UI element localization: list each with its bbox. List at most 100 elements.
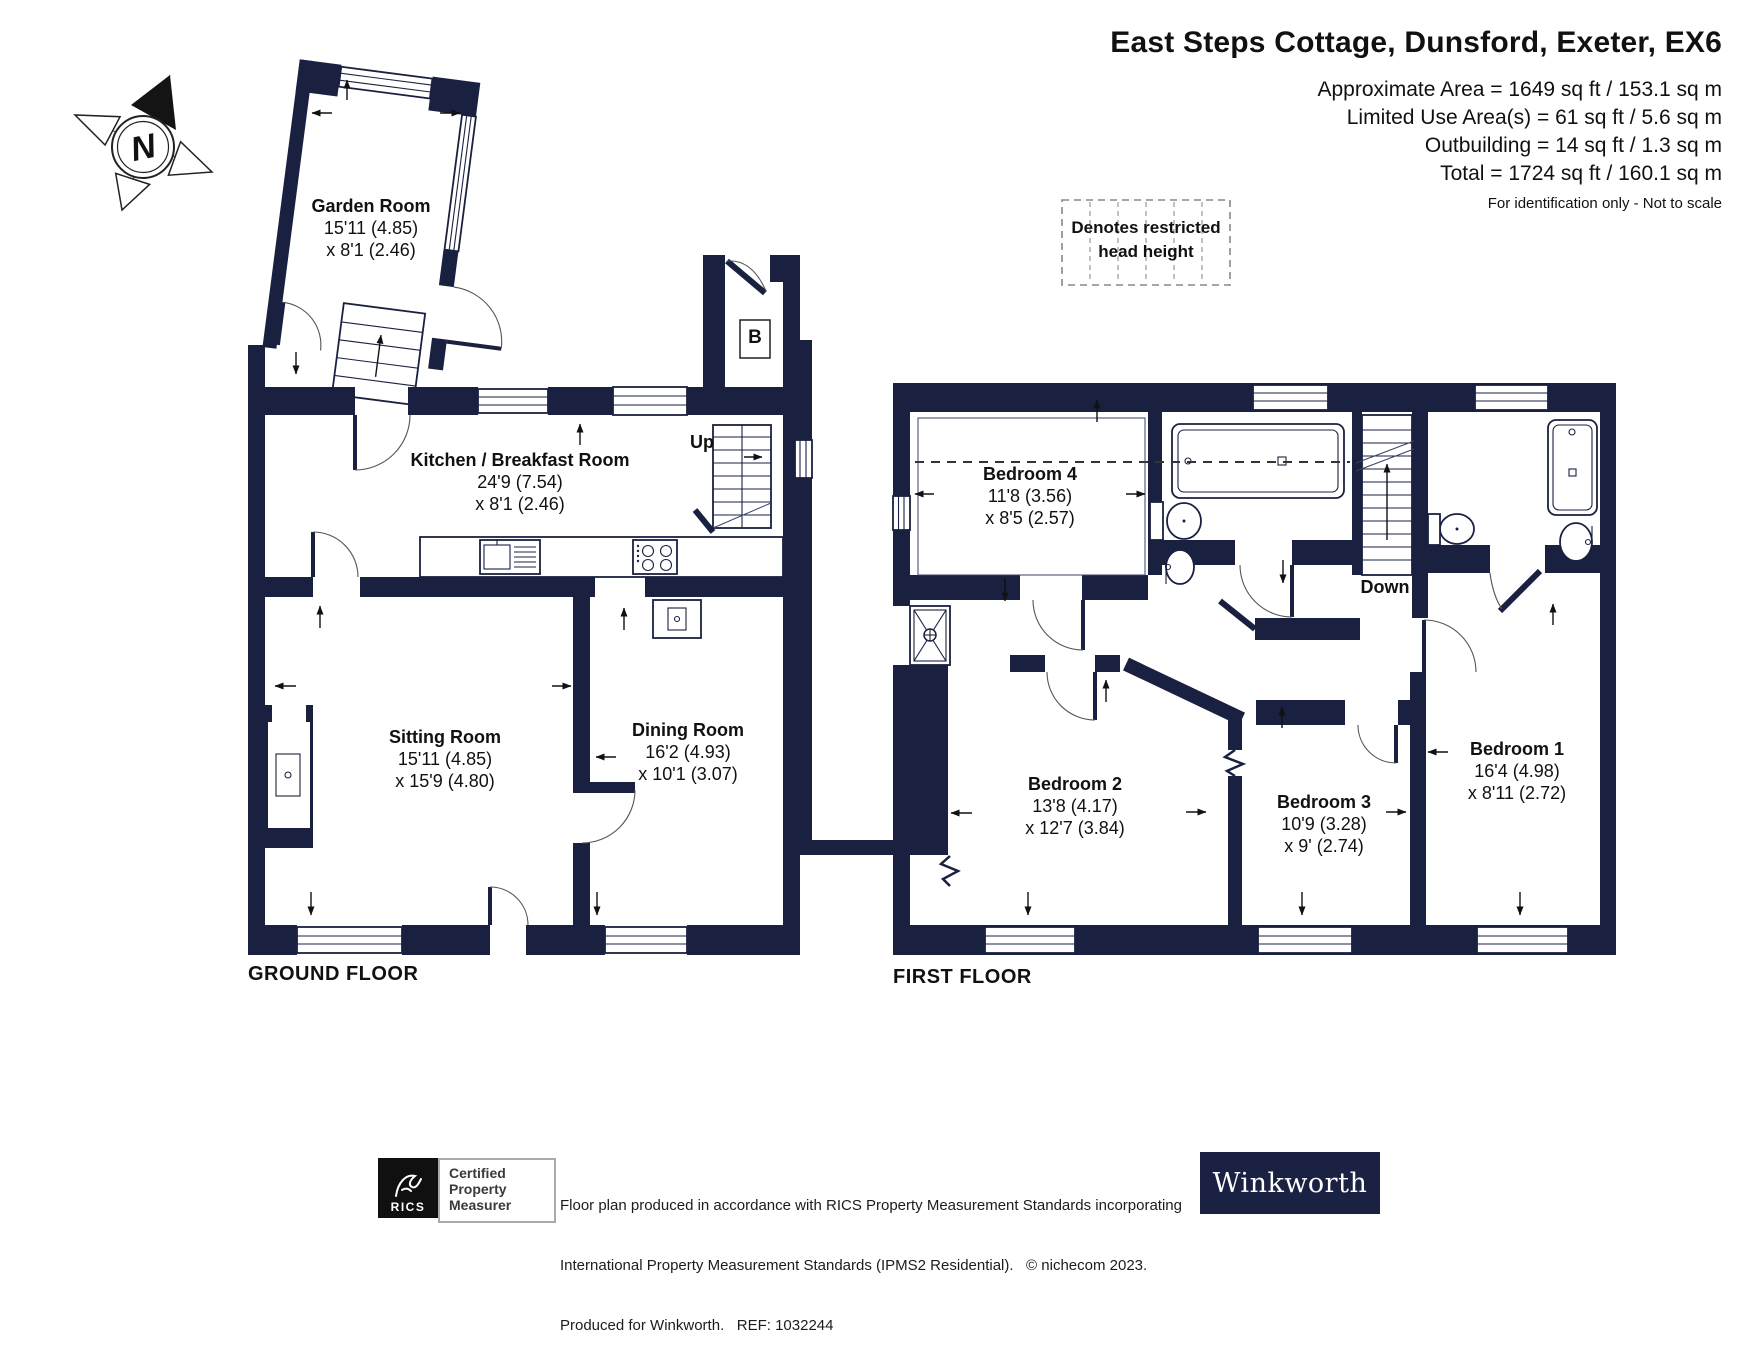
room-name: Bedroom 3 xyxy=(1276,792,1372,812)
winkworth-wordmark: Winkworth xyxy=(1212,1167,1368,1199)
disclaimer-line: Floor plan produced in accordance with R… xyxy=(560,1197,1182,1214)
room-dim: 15'11 (4.85) xyxy=(323,218,419,238)
room-label-bedroom-2: Bedroom 2 13'8 (4.17) x 12'7 (3.84) xyxy=(1025,773,1125,839)
legend-label: Denotes restricted head height xyxy=(1071,216,1220,264)
room-dim: x 15'9 (4.80) xyxy=(395,771,495,791)
hob-icon xyxy=(632,539,678,575)
direction-arrows xyxy=(914,399,1557,916)
wall-break xyxy=(938,855,961,887)
room-dim: x 9' (2.74) xyxy=(1284,836,1364,856)
room-name: Garden Room xyxy=(311,196,431,216)
window xyxy=(1252,384,1329,411)
window xyxy=(1257,926,1353,954)
room-dim: 16'2 (4.93) xyxy=(645,742,731,762)
floorplan-canvas: N xyxy=(73,59,1616,955)
wall-break xyxy=(1222,748,1247,778)
door-arc xyxy=(1422,619,1477,673)
sink-icon xyxy=(1164,549,1195,585)
room-dim: x 10'1 (3.07) xyxy=(638,764,738,784)
room-label-bedroom-1: Bedroom 1 16'4 (4.98) x 8'11 (2.72) xyxy=(1468,738,1566,804)
window xyxy=(1476,926,1569,954)
door-arc xyxy=(353,414,411,471)
shower-icon xyxy=(909,605,951,666)
toilet-icon xyxy=(1149,501,1202,541)
door-arc xyxy=(1239,564,1294,618)
door-arc xyxy=(275,301,322,351)
room-name: Bedroom 4 xyxy=(982,464,1078,484)
identification-note: For identification only - Not to scale xyxy=(1487,195,1722,212)
area-outbuilding: Outbuilding = 14 sq ft / 1.3 sq m xyxy=(1424,134,1722,157)
legend-line-2: head height xyxy=(1098,242,1194,261)
window xyxy=(1474,384,1549,411)
room-dim: 15'11 (4.85) xyxy=(397,749,493,769)
room-dim: 16'4 (4.98) xyxy=(1474,761,1560,781)
stairs-up-label: Up xyxy=(690,432,714,452)
door-arc xyxy=(581,789,636,844)
door-arc xyxy=(311,531,359,578)
door-arc xyxy=(1357,724,1398,764)
room-name: Bedroom 1 xyxy=(1469,739,1565,759)
ground-walls xyxy=(248,255,800,955)
room-name: Bedroom 2 xyxy=(1027,774,1123,794)
certified-measurer-badge: Certified Property Measurer xyxy=(438,1158,556,1223)
rics-wordmark: RICS xyxy=(390,1200,426,1214)
room-dim: x 8'1 (2.46) xyxy=(475,494,565,514)
room-dim: 11'8 (3.56) xyxy=(987,486,1073,506)
legend-hatch-box xyxy=(1061,199,1231,286)
direction-arrows xyxy=(274,79,628,916)
area-total: Total = 1724 sq ft / 160.1 sq m xyxy=(1440,162,1722,185)
room-label-garden-room: Garden Room 15'11 (4.85) x 8'1 (2.46) xyxy=(311,195,430,261)
toilet-icon xyxy=(1427,513,1475,546)
staircase-up xyxy=(712,424,772,529)
room-name: Kitchen / Breakfast Room xyxy=(410,450,630,470)
room-name: Sitting Room xyxy=(389,727,501,747)
chimney-stove xyxy=(248,705,313,848)
area-approximate: Approximate Area = 1649 sq ft / 153.1 sq… xyxy=(1317,78,1723,101)
store-label-box xyxy=(739,319,771,359)
staircase-down xyxy=(1355,414,1415,576)
area-limited-use: Limited Use Area(s) = 61 sq ft / 5.6 sq … xyxy=(1346,106,1722,129)
store-b-label: B xyxy=(748,327,762,348)
certified-line: Measurer xyxy=(449,1197,512,1213)
bath-icon xyxy=(1547,419,1598,516)
window xyxy=(892,495,911,531)
room-dim: x 8'5 (2.57) xyxy=(985,508,1075,528)
first-floor-title: FIRST FLOOR xyxy=(893,966,1032,988)
rics-lion-icon xyxy=(395,1174,422,1197)
kitchen-counter xyxy=(419,536,784,578)
fireplace-icon xyxy=(652,599,702,639)
door-arc xyxy=(446,286,503,351)
room-name: Dining Room xyxy=(632,720,744,740)
disclaimer-text: Floor plan produced in accordance with R… xyxy=(560,1156,1182,1356)
header-block: East Steps Cottage, Dunsford, Exeter, EX… xyxy=(1110,26,1722,212)
kitchen-sink-icon xyxy=(479,539,541,575)
stairs-down-label: Down xyxy=(1360,577,1410,597)
winkworth-logo: Winkworth xyxy=(1200,1152,1380,1214)
door-leaf xyxy=(1218,598,1257,632)
window xyxy=(604,926,688,954)
door-arc xyxy=(1489,568,1543,614)
room-label-dining-room: Dining Room 16'2 (4.93) x 10'1 (3.07) xyxy=(632,719,744,785)
certified-line: Certified xyxy=(449,1165,506,1181)
room-dim: 24'9 (7.54) xyxy=(477,472,563,492)
disclaimer-line: Produced for Winkworth. REF: 1032244 xyxy=(560,1317,834,1334)
room-label-bedroom-3: Bedroom 3 10'9 (3.28) x 9' (2.74) xyxy=(1277,791,1371,857)
room-label-kitchen: Kitchen / Breakfast Room 24'9 (7.54) x 8… xyxy=(410,449,629,515)
door-leaf xyxy=(692,508,716,534)
porch-steps xyxy=(612,386,688,416)
room-dim: x 12'7 (3.84) xyxy=(1025,818,1125,838)
rics-logo: RICS xyxy=(378,1158,438,1218)
window xyxy=(477,388,549,414)
room-label-sitting-room: Sitting Room 15'11 (4.85) x 15'9 (4.80) xyxy=(389,726,501,792)
window xyxy=(296,926,403,954)
garden-room-structure xyxy=(262,59,503,406)
garden-steps xyxy=(330,302,427,406)
disclaimer-line: International Property Measurement Stand… xyxy=(560,1257,1148,1274)
door-arc xyxy=(1032,599,1085,651)
sink-icon xyxy=(1559,522,1593,562)
room-dim: 10'9 (3.28) xyxy=(1281,814,1367,834)
certified-line: Property xyxy=(449,1181,507,1197)
room-label-bedroom-4: Bedroom 4 11'8 (3.56) x 8'5 (2.57) xyxy=(983,463,1077,529)
compass-icon: N xyxy=(73,74,214,212)
room-dim: x 8'1 (2.46) xyxy=(326,240,416,260)
